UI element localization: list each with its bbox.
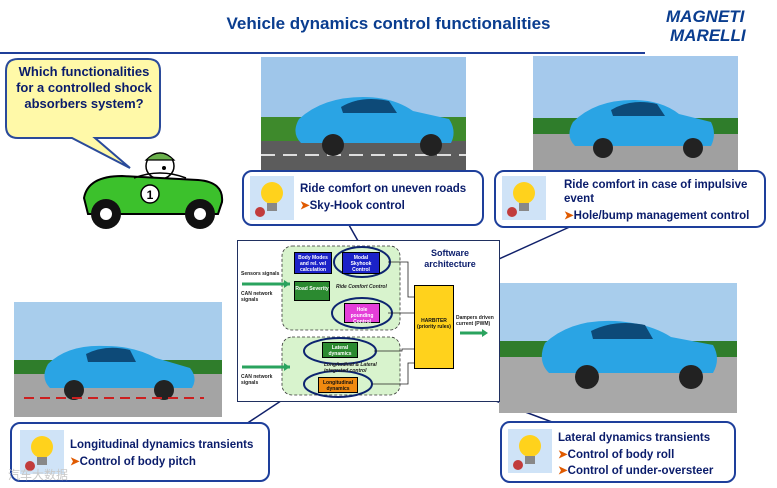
- can-label-top: CAN network signals: [241, 291, 273, 303]
- question-text: Which functionalities for a controlled s…: [16, 64, 152, 111]
- feature-item: ➤Sky-Hook control: [300, 200, 405, 212]
- car-photo-uneven-road: [261, 57, 466, 171]
- feature-box-longitudinal: Longitudinal dynamics transients ➤Contro…: [10, 422, 270, 482]
- logo-line2: MARELLI: [670, 26, 747, 45]
- long-lat-integrated-label: Longitudinal & Lateral integrated contro…: [324, 362, 377, 374]
- feature-box-ride-impulsive: Ride comfort in case of impulsive event …: [494, 170, 766, 228]
- logo-line1: MAGNETI: [666, 7, 746, 26]
- harbiter-block: HARBITER (priority rules): [414, 285, 454, 369]
- magneti-marelli-logo: MAGNETI MARELLI: [662, 4, 772, 46]
- lightbulb-icon: [508, 429, 552, 478]
- road-severity-block: Road Severity: [294, 281, 330, 301]
- feature-item: ➤Control of body roll: [558, 449, 675, 461]
- longitudinal-dynamics-block: Longitudinal dynamics: [318, 377, 358, 393]
- feature-box-lateral: Lateral dynamics transients ➤Control of …: [500, 421, 736, 483]
- car-photo-longitudinal: [14, 302, 222, 417]
- sensors-label: Sensors signals: [241, 271, 280, 277]
- feature-title: Ride comfort in case of impulsive event: [564, 179, 748, 205]
- feature-title: Lateral dynamics transients: [558, 432, 711, 444]
- modal-skyhook-block: Modal Skyhook Control: [342, 252, 380, 274]
- dampers-label: Dampers driven current (PWM): [456, 315, 494, 327]
- architecture-title: Software architecture: [424, 248, 476, 269]
- ride-comfort-label: Ride Comfort Control: [336, 284, 387, 290]
- software-architecture-diagram: Software architecture Sensors signals CA…: [237, 240, 500, 402]
- lightbulb-icon: [20, 430, 64, 479]
- car-photo-lateral: [499, 283, 737, 413]
- feature-box-ride-uneven: Ride comfort on uneven roads ➤Sky-Hook c…: [242, 170, 484, 226]
- watermark: 汽车大数据: [8, 468, 69, 482]
- cartoon-race-car: 1: [82, 152, 224, 229]
- speech-bubble: [5, 58, 161, 169]
- lightbulb-icon: [250, 176, 294, 225]
- header-rule: [0, 52, 645, 54]
- can-label-bottom: CAN network signals: [241, 374, 273, 386]
- feature-item: ➤Control of body pitch: [70, 456, 196, 468]
- hole-pounding-block: Hole pounding Control: [344, 303, 380, 325]
- lightbulb-icon: [502, 176, 546, 225]
- page-title: Vehicle dynamics control functionalities: [226, 14, 551, 33]
- feature-item: ➤Control of under-oversteer: [558, 465, 714, 477]
- feature-title: Longitudinal dynamics transients: [70, 439, 254, 451]
- lateral-dynamics-block: Lateral dynamics: [322, 342, 358, 358]
- body-modes-block: Body Modes and rel. vel calculation: [294, 252, 332, 274]
- feature-item: ➤Hole/bump management control: [564, 210, 750, 222]
- car-photo-impulsive: [533, 56, 738, 170]
- feature-title: Ride comfort on uneven roads: [300, 183, 467, 195]
- svg-text:1: 1: [147, 188, 154, 202]
